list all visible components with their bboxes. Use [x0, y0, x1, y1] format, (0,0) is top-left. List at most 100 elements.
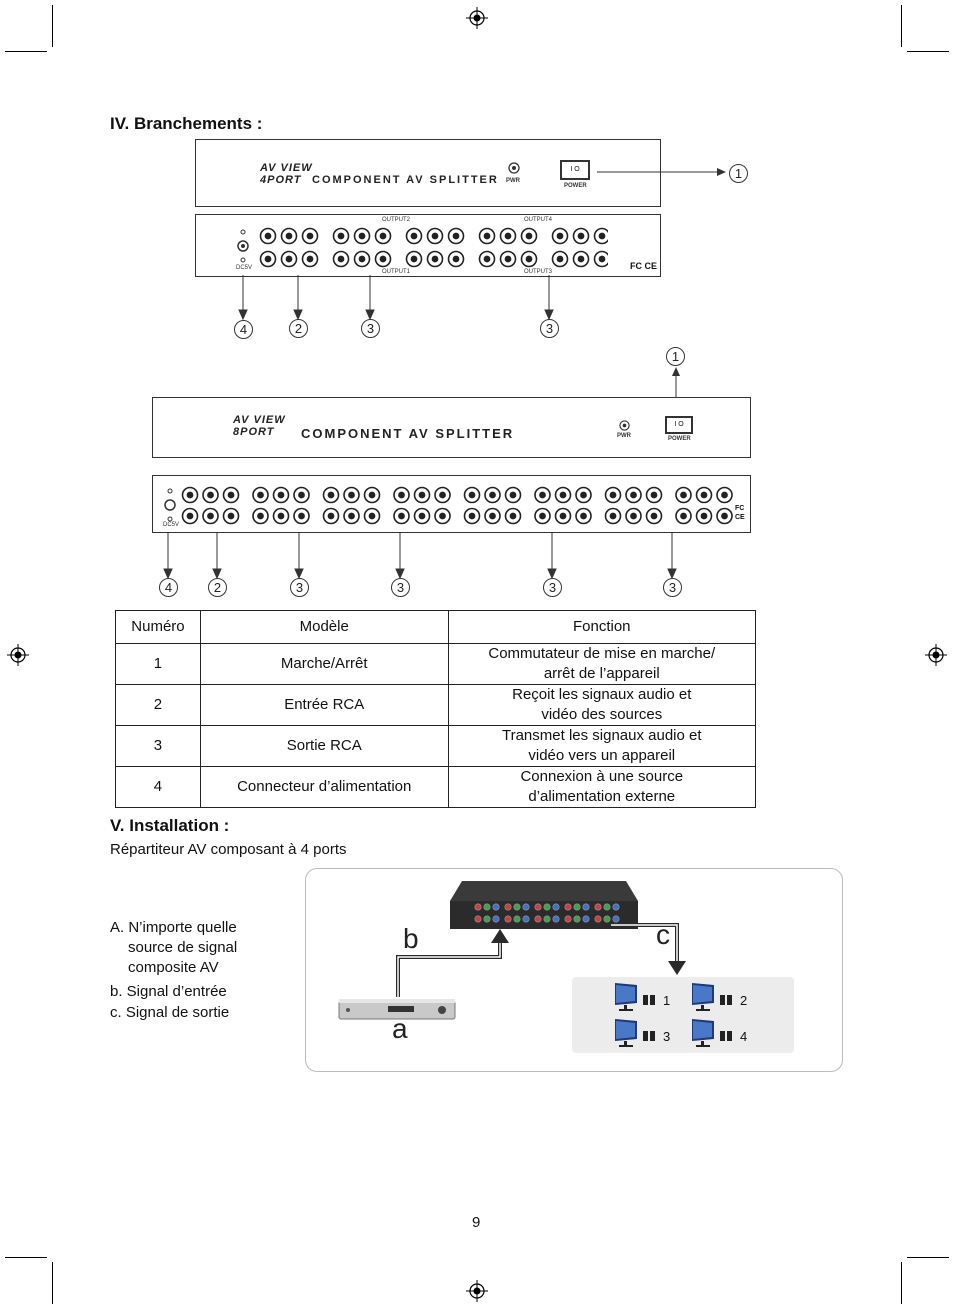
- monitor-3: 3: [613, 1017, 670, 1052]
- callout-4: 4: [159, 578, 178, 597]
- monitor-speaker-icon: [692, 1019, 732, 1047]
- certification-marks: FC CE: [630, 261, 657, 271]
- cell-model: Sortie RCA: [199, 725, 449, 767]
- rca-jack-icon: [252, 486, 269, 504]
- rca-jack-icon: [181, 486, 199, 504]
- rca-jack-icon: [252, 507, 269, 525]
- output3-label: OUTPUT3: [524, 269, 553, 275]
- rca-jack-icon: [374, 227, 392, 245]
- rca-jack-icon: [695, 486, 713, 504]
- rca-jack-icon: [695, 507, 713, 525]
- dc-power-jack-icon: [237, 229, 249, 263]
- rca-jack-icon: [413, 486, 431, 504]
- crop-mark: [901, 5, 902, 47]
- monitor-4: 4: [690, 1017, 747, 1052]
- rca-jack-icon: [447, 250, 465, 268]
- rca-jack-icon: [353, 227, 371, 245]
- callout-arrows-4port: [238, 275, 554, 320]
- output4-label: OUTPUT4: [524, 217, 553, 223]
- installation-subtitle: Répartiteur AV composant à 4 ports: [110, 841, 347, 858]
- monitors-group: [572, 977, 794, 1053]
- power-switch[interactable]: I O: [665, 416, 693, 434]
- rca-jack-icon: [575, 486, 592, 504]
- rca-jack-icon: [259, 250, 277, 268]
- rca-jack-icon: [259, 227, 277, 245]
- rca-jack-icon: [332, 250, 350, 268]
- pwr-led-icon: [508, 162, 520, 174]
- rca-jack-icon: [543, 903, 551, 911]
- crop-mark: [5, 51, 47, 52]
- rca-jack-icon: [478, 250, 496, 268]
- pwr-label: PWR: [506, 178, 520, 184]
- power-label: POWER: [564, 183, 587, 189]
- cell-model: Connecteur d’alimentation: [199, 766, 449, 808]
- rca-connector-block: [181, 486, 733, 525]
- power-switch[interactable]: I O: [560, 160, 590, 180]
- table-header-row: Numéro Modèle Fonction: [115, 610, 757, 644]
- rca-jack-icon: [504, 486, 522, 504]
- rca-jack-icon: [593, 227, 608, 245]
- rca-jack-icon: [604, 486, 622, 504]
- rca-jack-icon: [474, 915, 482, 923]
- rca-jack-icon: [534, 915, 542, 923]
- legend-a: A. N’importe quelle source de signal com…: [110, 919, 238, 976]
- rca-jack-icon: [554, 507, 572, 525]
- rca-jack-icon: [322, 486, 340, 504]
- legend-c: c. Signal de sortie: [110, 1004, 230, 1021]
- rca-jack-icon: [280, 227, 298, 245]
- rca-jack-icon: [534, 507, 551, 525]
- device-4port-back: DC5V OUTPUT2 OUTPUT4 OUTPUT1 OUTPUT3 FC …: [195, 214, 661, 277]
- rca-jack-icon: [484, 507, 501, 525]
- rca-jack-icon: [645, 507, 663, 525]
- rca-jack-icon: [675, 507, 692, 525]
- splitter-device-icon: [450, 881, 638, 929]
- monitor-label: 1: [663, 993, 671, 1008]
- rca-jack-icon: [202, 486, 219, 504]
- pwr-led-icon: [619, 420, 630, 431]
- rca-jack-icon: [564, 915, 572, 923]
- rca-jack-icon: [393, 486, 410, 504]
- rca-jack-icon: [374, 250, 392, 268]
- monitor-2: 2: [690, 981, 747, 1016]
- rca-jack-icon: [716, 507, 733, 525]
- rca-jack-icon: [332, 227, 350, 245]
- rca-jack-icon: [405, 250, 423, 268]
- device-brand: AV VIEW 4PORT: [260, 162, 313, 186]
- callout-3: 3: [663, 578, 682, 597]
- cell-function: Commutateur de mise en marche/arrêt de l…: [447, 643, 757, 685]
- monitor-label: 2: [740, 993, 748, 1008]
- rca-jack-icon: [573, 903, 581, 911]
- section-title-connections: IV. Branchements :: [110, 114, 263, 133]
- rca-connector-block: [259, 227, 608, 268]
- callout-3: 3: [361, 319, 380, 338]
- registration-mark-icon: [466, 1280, 488, 1302]
- rca-jack-icon: [534, 486, 551, 504]
- rca-jack-icon: [513, 915, 521, 923]
- callout-arrows-8port: [163, 533, 677, 579]
- rca-jack-icon: [301, 227, 319, 245]
- rca-jack-icon: [575, 507, 592, 525]
- rca-jack-icon: [447, 227, 465, 245]
- rca-jack-icon: [520, 250, 538, 268]
- rca-jack-icon: [513, 903, 521, 911]
- callout-3: 3: [543, 578, 562, 597]
- rca-jack-icon: [499, 250, 517, 268]
- crop-mark: [907, 1257, 949, 1258]
- callout-arrow-line: [597, 168, 726, 176]
- rca-jack-icon: [272, 486, 290, 504]
- callout-3: 3: [540, 319, 559, 338]
- dvd-player-icon: [338, 999, 456, 1020]
- device-brand: AV VIEW 8PORT: [233, 414, 286, 438]
- monitor-speaker-icon: [692, 983, 732, 1011]
- rca-jack-icon: [222, 486, 240, 504]
- monitor-speaker-icon: [615, 1019, 655, 1047]
- rca-jack-icon: [426, 227, 444, 245]
- rca-jack-icon: [434, 507, 451, 525]
- rca-jack-icon: [594, 915, 602, 923]
- diagram-letter-c: c: [656, 919, 670, 950]
- device-8port-front: AV VIEW 8PORT COMPONENT AV SPLITTER PWR …: [152, 397, 751, 458]
- rca-jack-icon: [675, 486, 692, 504]
